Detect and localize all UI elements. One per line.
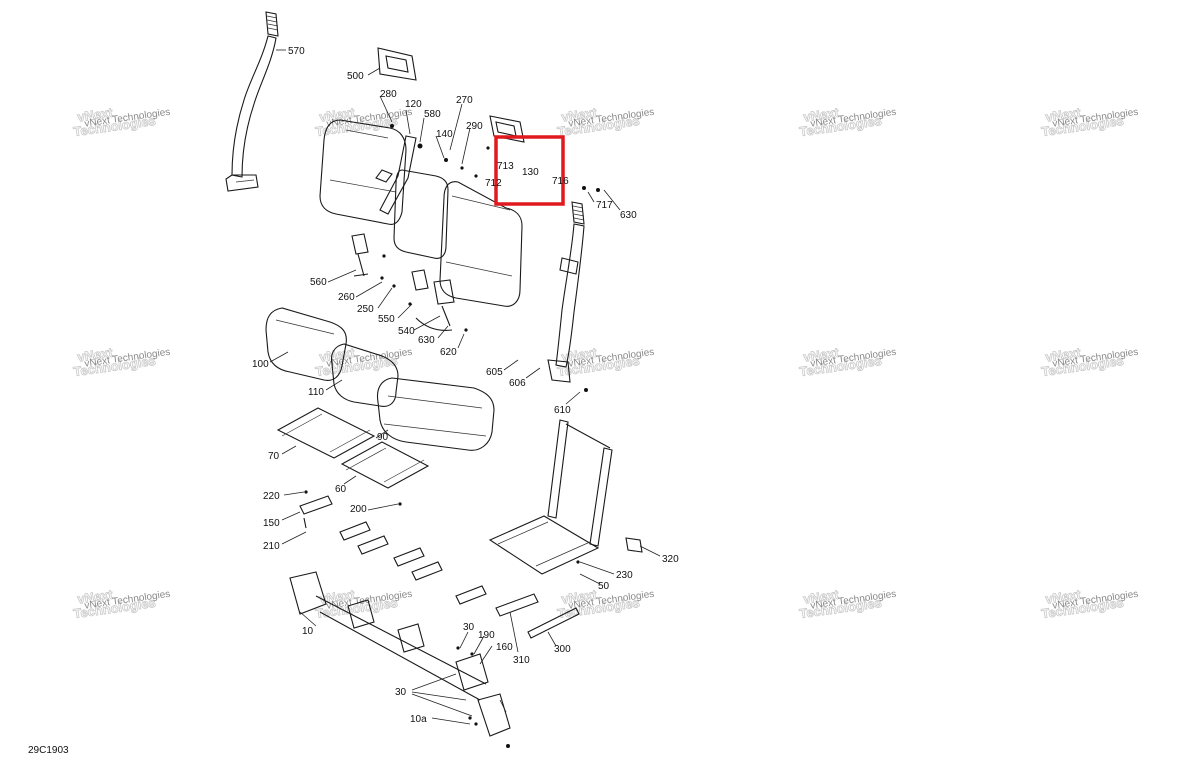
- svg-text:vNext: vNext: [802, 105, 840, 125]
- part-seat-frames[interactable]: [276, 407, 430, 489]
- watermark-r3c3: vNext Technologies vNext Technologies: [556, 586, 655, 621]
- callout-100[interactable]: 100: [252, 359, 269, 370]
- callout-280[interactable]: 280: [380, 89, 397, 100]
- svg-text:vNext: vNext: [1044, 105, 1082, 125]
- svg-text:vNext: vNext: [318, 345, 356, 365]
- callout-140[interactable]: 140: [436, 129, 453, 140]
- callout-540[interactable]: 540: [398, 326, 415, 337]
- callout-550[interactable]: 550: [378, 314, 395, 325]
- watermark-r3c1: vNext Technologies vNext Technologies: [72, 586, 171, 621]
- callout-610[interactable]: 610: [554, 405, 571, 416]
- callout-150[interactable]: 150: [263, 518, 280, 529]
- part-seat-belt-right[interactable]: [547, 201, 585, 383]
- callout-30-bottom[interactable]: 30: [395, 687, 407, 698]
- callout-605[interactable]: 605: [486, 367, 503, 378]
- watermark-r2c1: vNext Technologies vNext Technologies: [72, 344, 171, 379]
- part-560-buckle[interactable]: [351, 233, 369, 277]
- callout-200[interactable]: 200: [350, 504, 367, 515]
- callout-90[interactable]: 90: [377, 432, 389, 443]
- watermark-r2c5: vNext Technologies vNext Technologies: [1040, 344, 1139, 379]
- callout-270[interactable]: 270: [456, 95, 473, 106]
- svg-text:vNext: vNext: [1044, 587, 1082, 607]
- callout-250[interactable]: 250: [357, 304, 374, 315]
- callout-labels: 570 500 280 120 270 580 290 140 713 130 …: [252, 46, 679, 725]
- svg-text:vNext: vNext: [802, 587, 840, 607]
- callout-130[interactable]: 130: [522, 167, 539, 178]
- svg-text:vNext: vNext: [560, 587, 598, 607]
- part-seat-cushions[interactable]: [265, 307, 495, 451]
- callout-716[interactable]: 716: [552, 176, 569, 187]
- callout-712[interactable]: 712: [485, 178, 502, 189]
- watermark-r1c5: vNext Technologies vNext Technologies: [1040, 104, 1139, 139]
- callout-300[interactable]: 300: [554, 644, 571, 655]
- watermark-r2c2: vNext Technologies vNext Technologies: [314, 344, 413, 379]
- callout-260[interactable]: 260: [338, 292, 355, 303]
- watermark-r3c4: vNext Technologies vNext Technologies: [798, 586, 897, 621]
- svg-text:vNext: vNext: [76, 345, 114, 365]
- callout-606[interactable]: 606: [509, 378, 526, 389]
- svg-text:vNext: vNext: [1044, 345, 1082, 365]
- part-150-bracket[interactable]: [299, 495, 333, 529]
- callout-580[interactable]: 580: [424, 109, 441, 120]
- callout-70[interactable]: 70: [268, 451, 280, 462]
- callout-10a[interactable]: 10a: [410, 714, 427, 725]
- callout-290[interactable]: 290: [466, 121, 483, 132]
- callout-500[interactable]: 500: [347, 71, 364, 82]
- callout-560[interactable]: 560: [310, 277, 327, 288]
- callout-713[interactable]: 713: [497, 161, 514, 172]
- part-middle-brackets[interactable]: [339, 521, 487, 605]
- callout-30-top[interactable]: 30: [463, 622, 475, 633]
- callout-570[interactable]: 570: [288, 46, 305, 57]
- callout-630-top[interactable]: 630: [620, 210, 637, 221]
- part-570-seat-belt-left[interactable]: [225, 11, 279, 192]
- callout-230[interactable]: 230: [616, 570, 633, 581]
- callout-60[interactable]: 60: [335, 484, 347, 495]
- watermark-r3c5: vNext Technologies vNext Technologies: [1040, 586, 1139, 621]
- callout-190[interactable]: 190: [478, 630, 495, 641]
- part-10-base-frame[interactable]: [289, 571, 511, 737]
- callout-160[interactable]: 160: [496, 642, 513, 653]
- watermark-r1c4: vNext Technologies vNext Technologies: [798, 104, 897, 139]
- callout-50[interactable]: 50: [598, 581, 610, 592]
- svg-text:vNext: vNext: [318, 105, 356, 125]
- watermark-r1c2: vNext Technologies vNext Technologies: [314, 104, 413, 139]
- highlight-box: [494, 135, 565, 206]
- part-310-300-rails[interactable]: [495, 593, 580, 639]
- part-320-clip[interactable]: [625, 537, 643, 553]
- callout-620[interactable]: 620: [440, 347, 457, 358]
- watermark-r2c4: vNext Technologies vNext Technologies: [798, 344, 897, 379]
- leader-lines: [269, 49, 661, 725]
- callout-10[interactable]: 10: [302, 626, 314, 637]
- callout-120[interactable]: 120: [405, 99, 422, 110]
- svg-text:vNext: vNext: [560, 105, 598, 125]
- svg-text:vNext: vNext: [802, 345, 840, 365]
- callout-310[interactable]: 310: [513, 655, 530, 666]
- part-500-headrest-left[interactable]: [377, 47, 417, 81]
- callout-320[interactable]: 320: [662, 554, 679, 565]
- watermark-r3c2: vNext Technologies vNext Technologies: [314, 586, 413, 621]
- watermark-grid: vNext Technologies vNext Technologies vN…: [72, 104, 1139, 621]
- diagram-code: 29C1903: [28, 745, 69, 756]
- watermark-r1c3: vNext Technologies vNext Technologies: [556, 104, 655, 139]
- callout-110[interactable]: 110: [308, 387, 324, 398]
- svg-text:vNext: vNext: [76, 587, 114, 607]
- part-50-rear-frame[interactable]: [488, 419, 613, 575]
- callout-210[interactable]: 210: [263, 541, 280, 552]
- hardware-fasteners: [304, 124, 600, 748]
- callout-717[interactable]: 717: [596, 200, 613, 211]
- part-580-center-belt[interactable]: [375, 135, 417, 215]
- callout-220[interactable]: 220: [263, 491, 280, 502]
- callout-630-mid[interactable]: 630: [418, 335, 435, 346]
- svg-text:vNext: vNext: [76, 105, 114, 125]
- part-540-550-buckles[interactable]: [411, 269, 455, 331]
- watermark-r1c1: vNext Technologies vNext Technologies: [72, 104, 171, 139]
